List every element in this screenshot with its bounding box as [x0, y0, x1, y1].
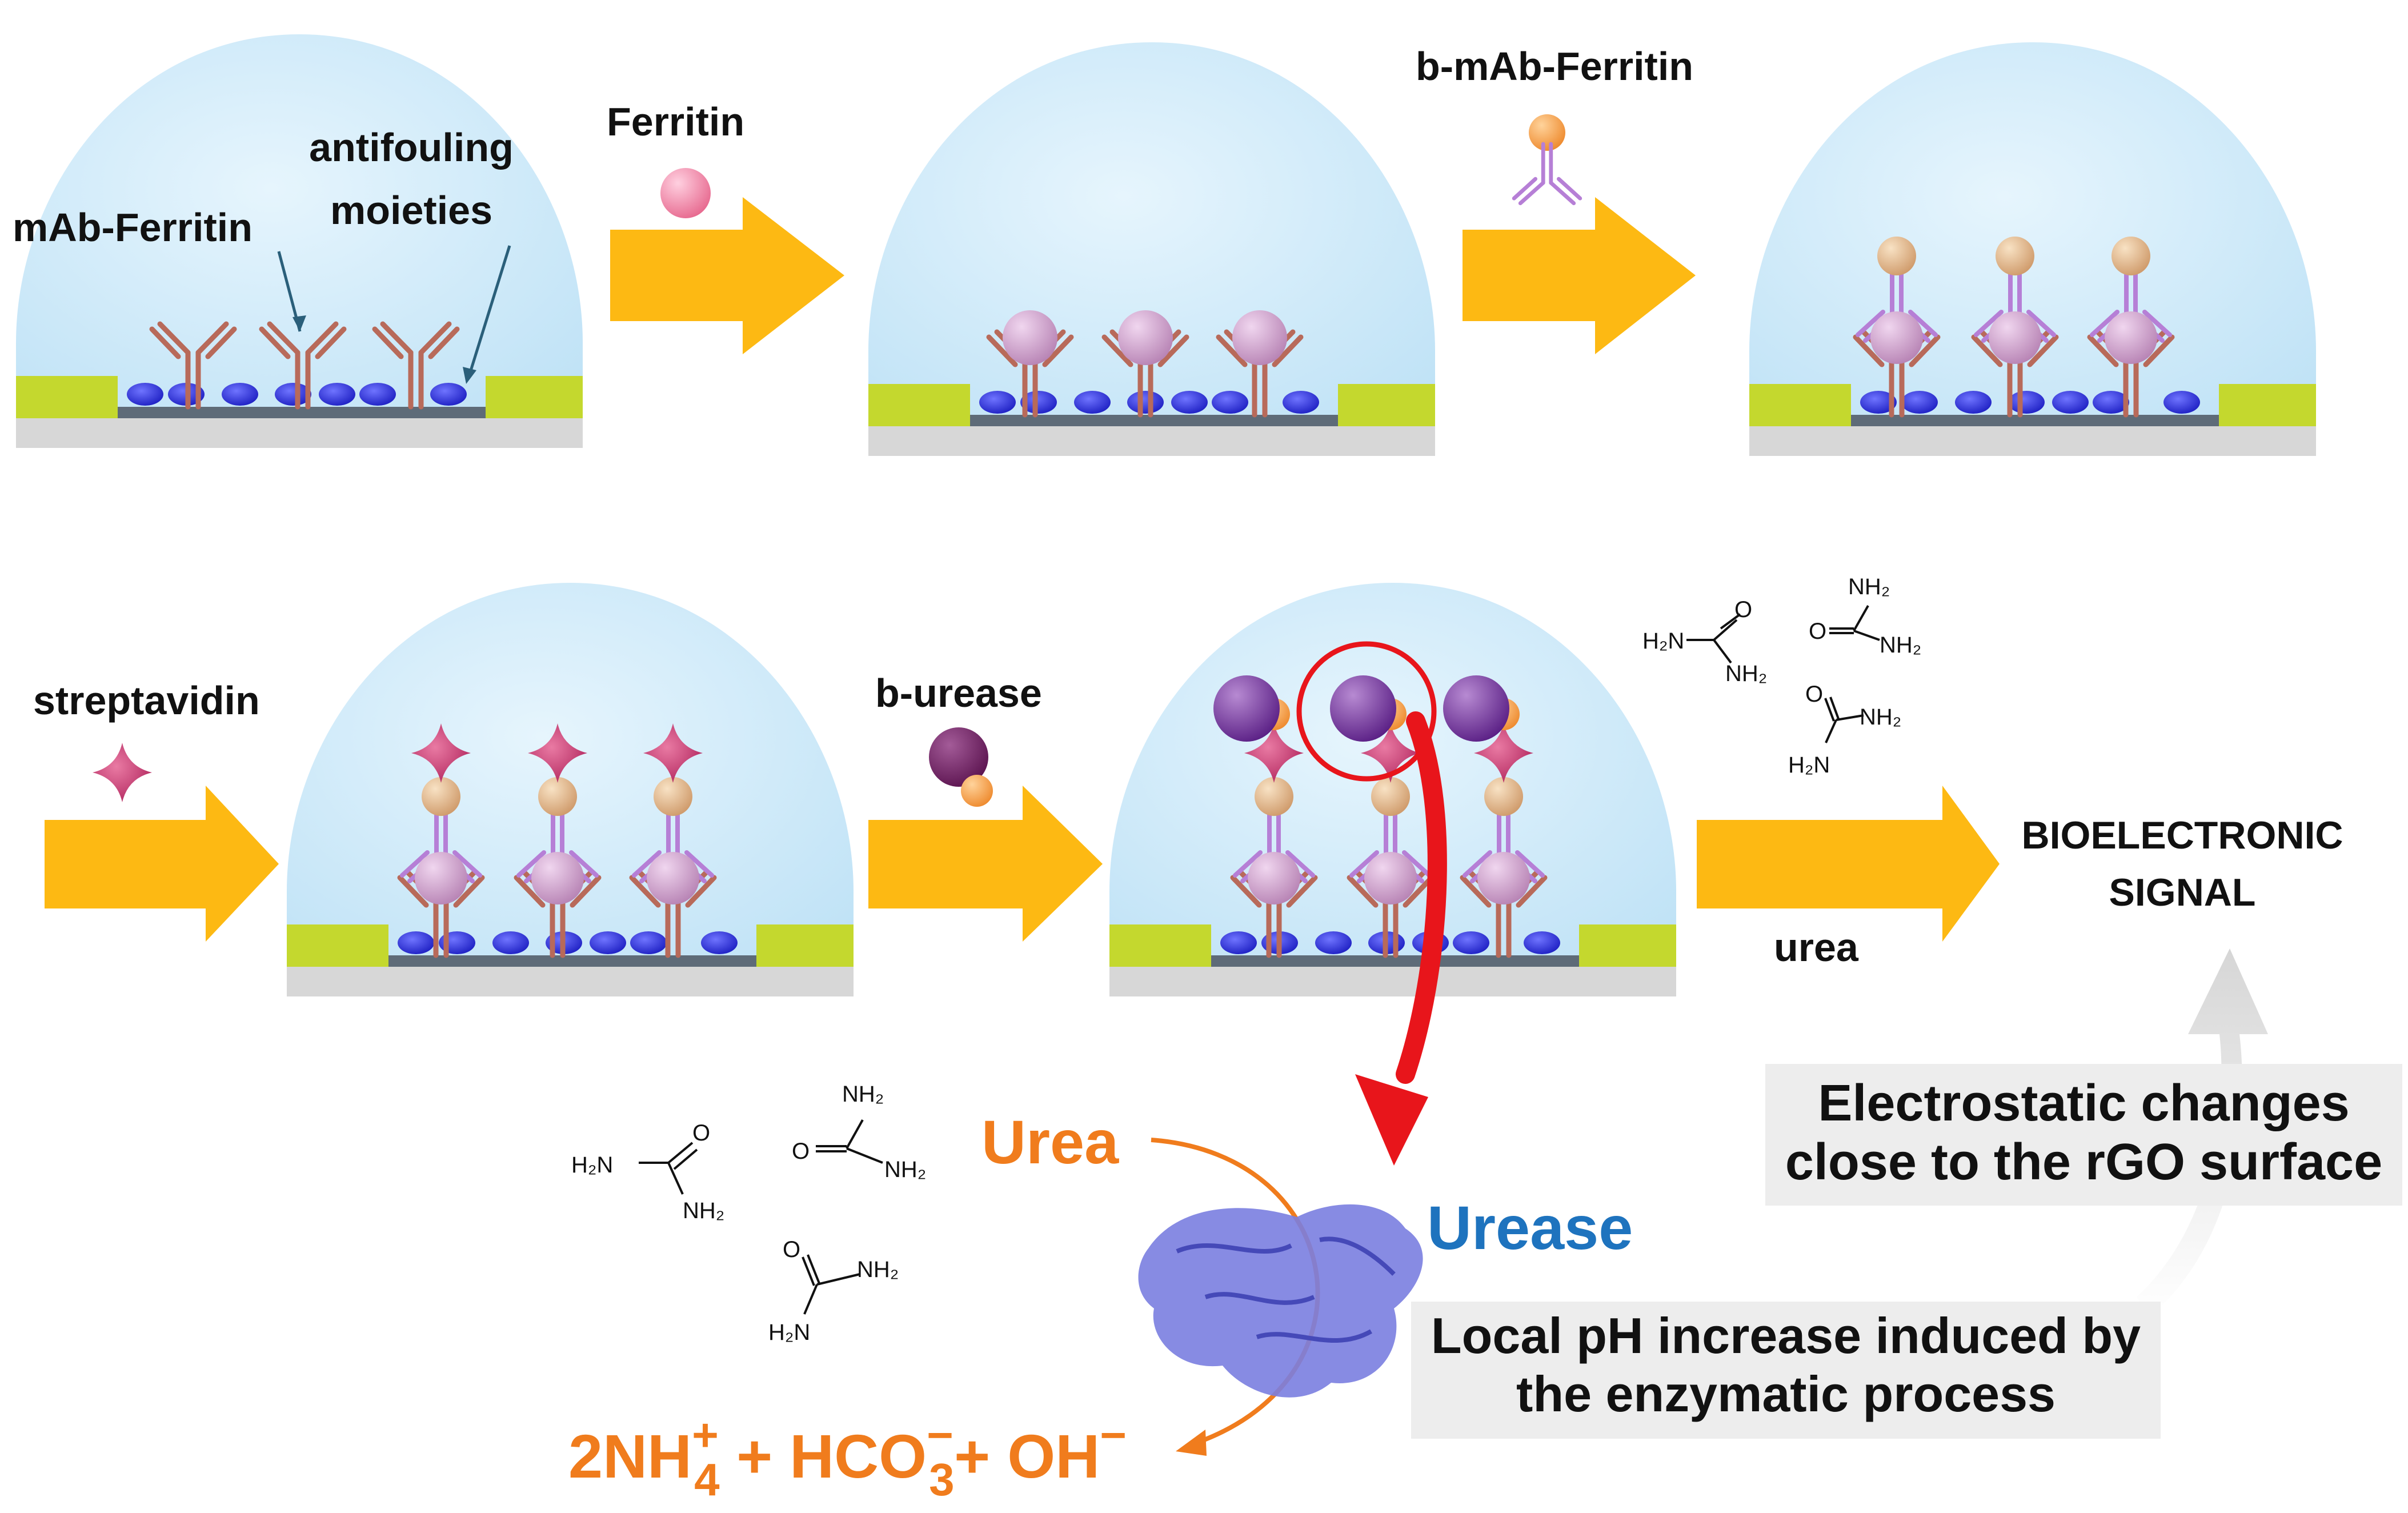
product-ammonium-subscript: 4	[694, 1454, 720, 1505]
product-hydroxide: + OH	[954, 1422, 1100, 1491]
chem-o-1: O	[1734, 597, 1752, 622]
product-bicarbonate-subscript: 3	[929, 1454, 955, 1505]
label-bioelectronic-1: BIOELECTRONIC	[2021, 814, 2343, 857]
label-urea-orange: Urea	[981, 1107, 1119, 1176]
product-bicarbonate-charge: −	[927, 1410, 953, 1460]
ferritin-sphere-icon	[660, 168, 711, 218]
label-moieties: moieties	[330, 188, 492, 233]
chem-nh2-6: NH₂	[857, 1257, 899, 1282]
label-antifouling: antifouling	[309, 125, 514, 170]
chem-nh2-5a: NH₂	[842, 1082, 884, 1107]
chem-nh2-5b: NH₂	[884, 1157, 926, 1182]
electrostatic-box	[1765, 1064, 2402, 1206]
step-arrow-4	[868, 786, 1103, 942]
chem-h2n-3: H₂N	[1788, 753, 1830, 778]
urea-molecule-1	[1686, 613, 1741, 664]
chem-h2n-4: H₂N	[571, 1152, 613, 1178]
label-mab-ferritin: mAb-Ferritin	[13, 205, 253, 250]
chem-o-4: O	[692, 1120, 710, 1146]
label-urea-step: urea	[1774, 925, 1858, 970]
zoom-arrow	[1396, 711, 1447, 1084]
urea-molecule-6	[802, 1254, 860, 1315]
leader-line-antifouling	[468, 245, 511, 375]
chem-h2n-6: H₂N	[768, 1320, 810, 1345]
sensor-panel-3	[1749, 42, 2316, 456]
urea-molecule-2	[1829, 605, 1880, 641]
ph-box	[1411, 1302, 2161, 1439]
chem-nh2-3: NH₂	[1860, 705, 1901, 730]
sensor-panel-1	[16, 34, 583, 448]
reaction-products: 2NH+4 + HCO−3+ OH−	[568, 1410, 1127, 1505]
chem-nh2-1: NH₂	[1725, 661, 1767, 686]
label-b-urease: b-urease	[875, 671, 1042, 715]
sensor-panel-5	[1109, 583, 1676, 996]
chem-h2n-1: H₂N	[1642, 629, 1684, 654]
urea-molecule-4	[639, 1142, 698, 1195]
step-arrow-5	[1697, 786, 2000, 942]
b-urease-icon	[929, 727, 993, 807]
step-arrow-1	[610, 197, 844, 354]
chem-nh2-4: NH₂	[683, 1198, 724, 1223]
step-arrow-2	[1463, 197, 1696, 354]
label-ph-2: the enzymatic process	[1516, 1366, 2056, 1422]
chem-nh2-2a: NH₂	[1848, 574, 1890, 599]
label-streptavidin: streptavidin	[33, 678, 260, 723]
chem-o-2: O	[1809, 619, 1826, 644]
label-electrostatic-2: close to the rGO surface	[1785, 1134, 2383, 1191]
streptavidin-star-icon	[93, 743, 152, 802]
feedback-arrow	[2137, 948, 2268, 1317]
highlight-circle	[1296, 641, 1437, 782]
label-bioelectronic-2: SIGNAL	[2109, 871, 2256, 914]
urea-molecule-3	[1824, 697, 1864, 743]
chem-o-3: O	[1805, 682, 1823, 707]
urea-molecule-5	[816, 1119, 883, 1164]
step-arrow-3	[45, 786, 279, 942]
label-ph-1: Local pH increase induced by	[1431, 1307, 2141, 1364]
label-ferritin: Ferritin	[607, 99, 745, 144]
chem-o-6: O	[783, 1237, 800, 1262]
label-urease-blue: Urease	[1427, 1193, 1633, 1262]
product-bicarbonate: + HCO	[719, 1422, 927, 1491]
label-electrostatic-1: Electrostatic changes	[1818, 1075, 2350, 1132]
product-ammonium: 2NH	[568, 1422, 692, 1491]
urease-protein-structure	[1138, 1204, 1423, 1398]
chem-o-5: O	[792, 1139, 810, 1164]
label-b-mab-ferritin: b-mAb-Ferritin	[1416, 44, 1694, 89]
b-mab-ferritin-icon	[1514, 114, 1580, 203]
product-hydroxide-charge: −	[1100, 1410, 1127, 1460]
product-ammonium-charge: +	[692, 1410, 719, 1460]
sensor-panel-2	[868, 42, 1435, 456]
sensor-panel-4	[287, 583, 854, 996]
chem-nh2-2b: NH₂	[1880, 633, 1921, 658]
